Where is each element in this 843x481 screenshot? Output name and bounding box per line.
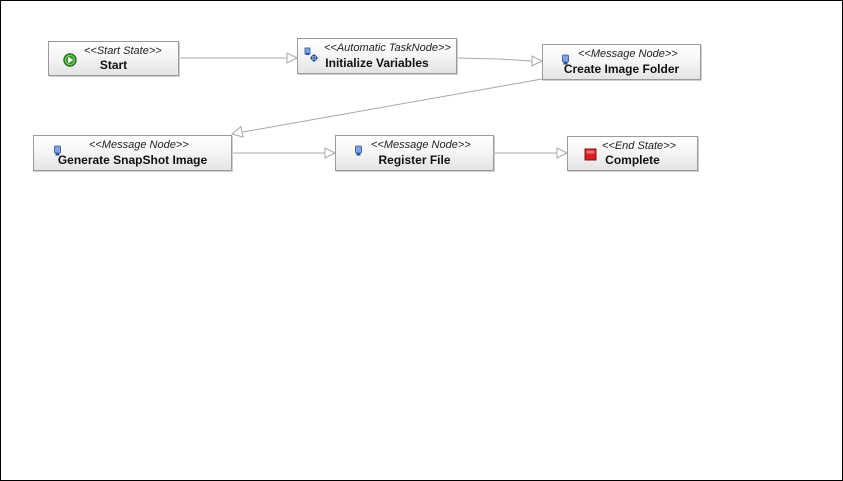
node-name: Create Image Folder [563,62,680,76]
node-register-file[interactable]: <<Message Node>> Register File [335,135,494,171]
end-state-icon [584,148,598,162]
node-generate-snapshot-image[interactable]: <<Message Node>> Generate SnapShot Image [33,135,232,171]
node-stereotype: <<End State>> [602,140,677,152]
node-complete[interactable]: <<End State>> Complete [567,136,698,171]
node-name: Register File [378,153,451,167]
message-node-icon [53,145,67,159]
arrowhead-icon [324,147,337,159]
node-start[interactable]: <<Start State>> Start [48,41,179,76]
node-name: Initialize Variables [325,56,429,70]
arrowhead-icon [531,55,544,67]
arrowhead-icon [230,125,244,138]
message-node-icon [354,145,368,159]
node-initialize-variables[interactable]: <<Automatic TaskNode>> Initialize Variab… [297,38,457,74]
node-stereotype: <<Automatic TaskNode>> [324,42,451,54]
node-name: Start [99,58,128,72]
message-node-icon [561,54,575,68]
transition-init-to-folder[interactable] [456,57,533,62]
arrowhead-icon [556,147,569,159]
node-name: Complete [605,153,660,167]
node-create-image-folder[interactable]: <<Message Node>> Create Image Folder [542,44,701,80]
node-name: Generate SnapShot Image [57,153,208,167]
node-stereotype: <<Message Node>> [371,139,471,151]
transition-folder-to-snap[interactable] [242,78,543,133]
automatic-task-icon [303,47,318,62]
node-stereotype: <<Message Node>> [89,139,189,151]
node-stereotype: <<Start State>> [84,45,162,57]
start-state-icon [63,53,77,67]
arrowhead-icon [286,52,299,64]
node-stereotype: <<Message Node>> [578,48,678,60]
